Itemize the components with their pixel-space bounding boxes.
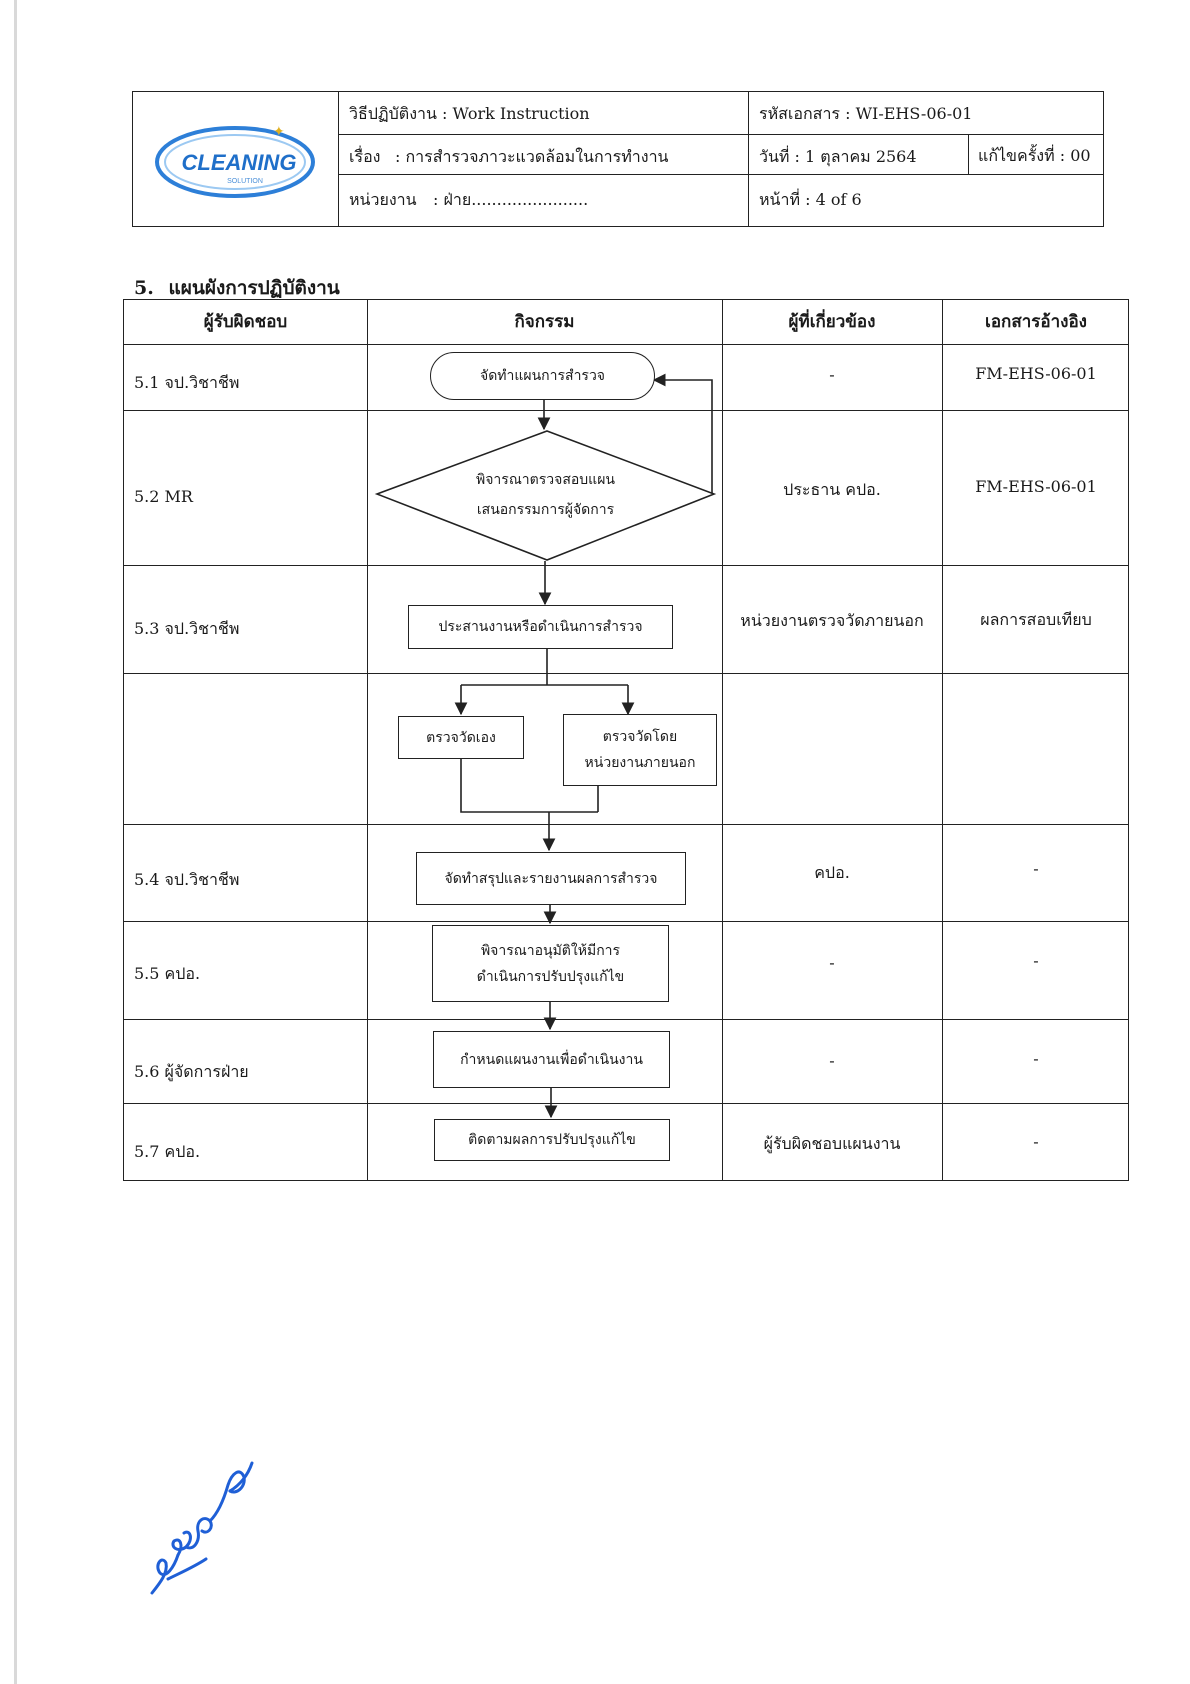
related-5-5: - — [829, 953, 835, 972]
page-edge-line — [14, 0, 17, 1684]
related-5-7: ผู้รับผิดชอบแผนงาน — [763, 1134, 901, 1153]
related-5-3: หน่วยงานตรวจวัดภายนอก — [740, 611, 924, 630]
flow-decision-line1: พิจารณาตรวจสอบแผน — [476, 472, 615, 488]
subject: : การสำรวจภาวะแวดล้อมในการทำงาน — [395, 147, 669, 166]
flow-step-coordinate-label: ประสานงานหรือดำเนินการสำรวจ — [438, 619, 643, 635]
flow-start: จัดทำแผนการสำรวจ — [430, 352, 655, 400]
responsible-5-5: 5.5 คปอ. — [134, 964, 201, 983]
flow-step-approve-line2: ดำเนินการปรับปรุงแก้ไข — [476, 968, 625, 985]
related-5-4: คปอ. — [814, 863, 850, 882]
flow-branch-external-line1: ตรวจวัดโดย — [602, 729, 678, 745]
flow-step-coordinate: ประสานงานหรือดำเนินการสำรวจ — [408, 605, 673, 649]
section-title: 5. แผนผังการปฏิบัติงาน — [134, 273, 340, 303]
logo-subtext: SOLUTION — [227, 178, 263, 185]
reference-5-7: - — [1033, 1132, 1039, 1151]
flow-branch-external: ตรวจวัดโดย หน่วยงานภายนอก — [563, 714, 717, 786]
reference-5-4: - — [1033, 859, 1039, 878]
responsible-5-6: 5.6 ผู้จัดการฝ่าย — [134, 1062, 249, 1081]
header-related: ผู้ที่เกี่ยวข้อง — [788, 312, 876, 332]
unit: : ฝ่าย....................... — [433, 190, 589, 209]
section-title-text: แผนผังการปฏิบัติงาน — [168, 277, 340, 299]
responsible-5-1: 5.1 จป.วิชาชีพ — [134, 373, 240, 392]
header-reference: เอกสารอ้างอิง — [985, 312, 1087, 332]
flow-start-label: จัดทำแผนการสำรวจ — [479, 368, 606, 384]
responsible-5-2: 5.2 MR — [134, 487, 193, 506]
flow-decision-line2: เสนอกรรมการผู้จัดการ — [476, 502, 615, 518]
subject-label: เรื่อง — [349, 147, 381, 166]
responsible-5-3: 5.3 จป.วิชาชีพ — [134, 619, 240, 638]
header-responsible: ผู้รับผิดชอบ — [203, 312, 288, 332]
related-5-2: ประธาน คปอ. — [783, 480, 881, 499]
revision: แก้ไขครั้งที่ : 00 — [978, 146, 1091, 165]
flow-step-plan-label: กำหนดแผนงานเพื่อดำเนินงาน — [460, 1051, 643, 1068]
flow-step-report: จัดทำสรุปและรายงานผลการสำรวจ — [416, 852, 686, 905]
flow-step-plan: กำหนดแผนงานเพื่อดำเนินงาน — [433, 1031, 670, 1088]
flow-step-approve-line1: พิจารณาอนุมัติให้มีการ — [480, 942, 621, 959]
flow-step-approve: พิจารณาอนุมัติให้มีการ ดำเนินการปรับปรุง… — [432, 925, 669, 1002]
reference-5-1: FM-EHS-06-01 — [975, 364, 1097, 383]
handwritten-signature — [150, 1461, 254, 1595]
flow-decision-label: พิจารณาตรวจสอบแผน เสนอกรรมการผู้จัดการ — [377, 465, 714, 525]
logo-text: CLEANING — [182, 150, 297, 175]
svg-text:✦: ✦ — [273, 124, 285, 140]
responsible-5-7: 5.7 คปอ. — [134, 1142, 201, 1161]
flow-step-follow-up: ติดตามผลการปรับปรุงแก้ไข — [434, 1119, 670, 1161]
reference-5-6: - — [1033, 1049, 1039, 1068]
page-number: หน้าที่ : 4 of 6 — [759, 190, 862, 209]
related-5-1: - — [829, 365, 835, 384]
flow-branch-external-line2: หน่วยงานภายนอก — [584, 755, 696, 771]
doc-type: วิธีปฏิบัติงาน : Work Instruction — [349, 104, 590, 123]
section-number: 5. — [134, 277, 154, 299]
flow-step-follow-up-label: ติดตามผลการปรับปรุงแก้ไข — [468, 1132, 636, 1148]
flow-step-report-label: จัดทำสรุปและรายงานผลการสำรวจ — [444, 870, 658, 887]
doc-date: วันที่ : 1 ตุลาคม 2564 — [759, 147, 917, 166]
flow-branch-self-label: ตรวจวัดเอง — [426, 729, 496, 746]
flow-branch-self: ตรวจวัดเอง — [398, 716, 524, 759]
header-activity: กิจกรรม — [514, 312, 575, 332]
reference-5-2: FM-EHS-06-01 — [975, 477, 1097, 496]
responsible-5-4: 5.4 จป.วิชาชีพ — [134, 870, 240, 889]
doc-code: รหัสเอกสาร : WI-EHS-06-01 — [759, 104, 973, 123]
document-header: CLEANING SOLUTION ✦ วิธีปฏิบัติงาน : Wor… — [132, 91, 1104, 227]
related-5-6: - — [829, 1051, 835, 1070]
reference-5-3: ผลการสอบเทียบ — [980, 610, 1092, 629]
reference-5-5: - — [1033, 951, 1039, 970]
company-logo: CLEANING SOLUTION ✦ — [155, 124, 315, 198]
unit-label: หน่วยงาน — [349, 190, 417, 209]
workflow-table: ผู้รับผิดชอบ กิจกรรม ผู้ที่เกี่ยวข้อง เอ… — [123, 299, 1129, 1181]
